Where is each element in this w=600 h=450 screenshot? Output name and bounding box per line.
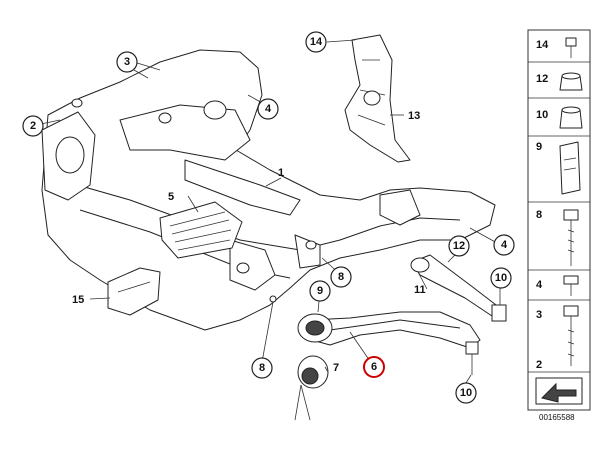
- svg-text:4: 4: [265, 103, 272, 115]
- callout-11: 11: [414, 284, 426, 296]
- callout-6-highlighted: 6: [363, 356, 385, 378]
- svg-text:15: 15: [72, 294, 84, 306]
- callout-4-right: 4: [493, 234, 515, 256]
- legend-label-8: 8: [536, 209, 542, 221]
- control-arm: [309, 311, 481, 349]
- bolt-3-icon: [563, 305, 579, 366]
- svg-text:2: 2: [30, 120, 36, 132]
- rubber-mount-7: [297, 355, 329, 389]
- svg-text:8: 8: [338, 271, 344, 283]
- callout-10-top: 10: [490, 267, 512, 289]
- svg-text:6: 6: [371, 361, 377, 373]
- nut-12-icon: [559, 72, 583, 91]
- callout-8-mid: 8: [330, 266, 352, 288]
- svg-text:14: 14: [310, 36, 323, 48]
- callout-15-label: 15: [72, 294, 84, 306]
- legend-label-14: 14: [536, 39, 549, 51]
- diagram-id: 00165588: [539, 413, 575, 422]
- svg-text:12: 12: [453, 240, 465, 252]
- svg-text:10: 10: [460, 387, 472, 399]
- callout-14: 14: [305, 31, 327, 53]
- callout-12: 12: [448, 235, 470, 257]
- callout-9: 9: [309, 280, 331, 302]
- legend-label-12: 12: [536, 73, 548, 85]
- skid-plate: [159, 201, 243, 259]
- callout-7: 7: [333, 362, 339, 374]
- legend-label-10: 10: [536, 109, 548, 121]
- legend-label-2: 2: [536, 359, 542, 371]
- callout-8-low: 8: [251, 357, 273, 379]
- bolt-14-icon: [565, 37, 577, 58]
- tension-strut: [410, 254, 507, 322]
- rubber-mount-9: [297, 313, 333, 343]
- callout-1: 1: [278, 167, 284, 179]
- bolt-8-icon: [563, 209, 579, 266]
- lower-bolt: [465, 341, 479, 375]
- svg-text:8: 8: [259, 362, 265, 374]
- svg-text:13: 13: [408, 110, 420, 122]
- bolt-4-icon: [563, 275, 579, 296]
- clip-9-icon: [559, 141, 581, 195]
- fastener-legend: 14 12 10 9 8 4: [527, 29, 591, 411]
- legend-label-4: 4: [536, 279, 543, 291]
- nut-10-icon: [559, 106, 583, 129]
- svg-text:1: 1: [278, 167, 284, 179]
- legend-label-3: 3: [536, 309, 542, 321]
- heat-shield: [344, 34, 411, 163]
- legend-label-9: 9: [536, 141, 542, 153]
- svg-text:11: 11: [414, 284, 426, 296]
- callout-3: 3: [116, 51, 138, 73]
- svg-text:7: 7: [333, 362, 339, 374]
- svg-text:10: 10: [495, 272, 507, 284]
- callout-4-top: 4: [257, 98, 279, 120]
- svg-text:3: 3: [124, 56, 130, 68]
- callout-13: 13: [408, 110, 420, 122]
- callout-10-bottom: 10: [455, 382, 477, 404]
- front-subframe: [41, 49, 496, 331]
- arrow-icon: [535, 377, 583, 405]
- svg-text:9: 9: [317, 285, 323, 297]
- svg-text:5: 5: [168, 191, 174, 203]
- svg-text:4: 4: [501, 239, 508, 251]
- bracket-15: [107, 267, 161, 316]
- callout-2: 2: [22, 115, 44, 137]
- callout-5: 5: [168, 191, 174, 203]
